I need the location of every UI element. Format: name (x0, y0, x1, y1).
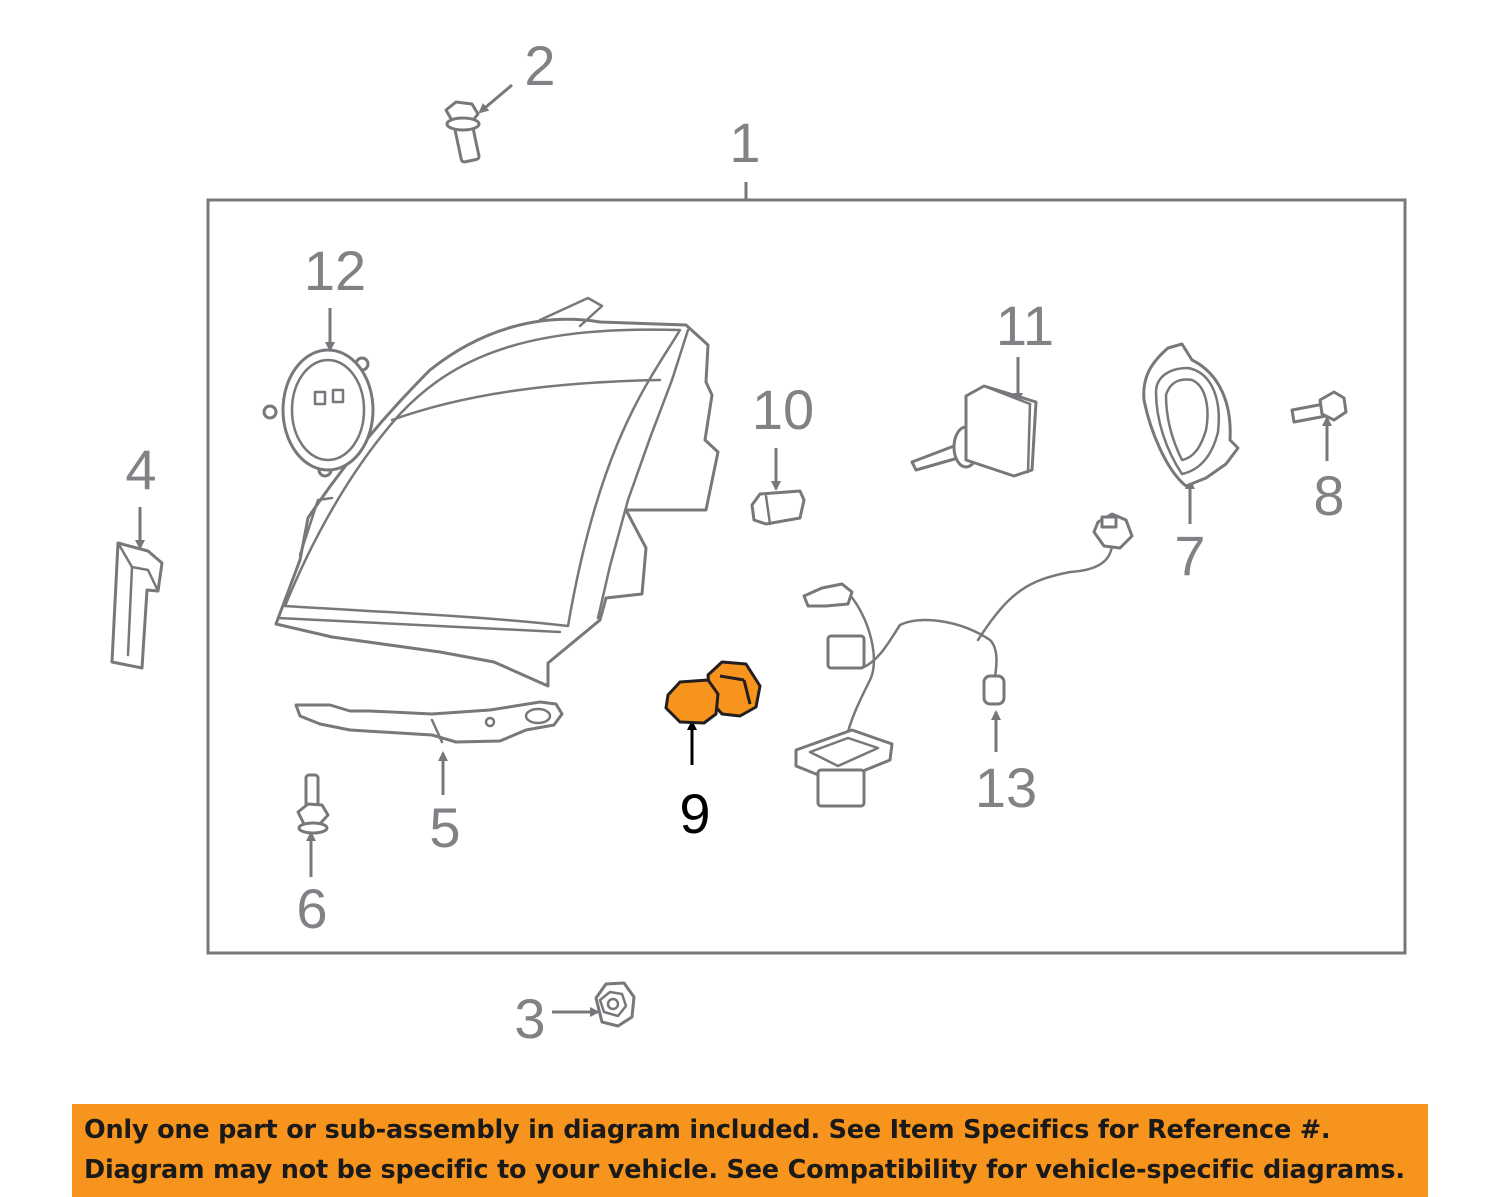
hid-bulb-11-icon (910, 384, 1038, 478)
bulb-10-icon (750, 489, 806, 526)
disclaimer-line-1: Only one part or sub-assembly in diagram… (84, 1115, 1331, 1145)
callout-2: 2 (524, 34, 555, 97)
cap-12-icon (262, 348, 375, 478)
headlamp-assembly-icon (274, 296, 720, 688)
bolt-2-icon (444, 100, 481, 164)
leader-2 (478, 83, 513, 114)
lower-bracket-5-icon (294, 700, 564, 744)
callout-10: 10 (752, 378, 814, 441)
callout-12: 12 (304, 239, 366, 302)
screw-8-icon (1290, 390, 1348, 424)
assembly-frame (206, 198, 1407, 955)
harness-13-icon (794, 512, 1134, 808)
callout-8: 8 (1313, 464, 1344, 527)
callout-9: 9 (679, 782, 710, 845)
callout-5: 5 (429, 796, 460, 859)
callout-11: 11 (996, 294, 1054, 357)
callout-3: 3 (514, 987, 545, 1050)
callout-7: 7 (1174, 524, 1205, 587)
stud-6-icon (296, 773, 330, 835)
callout-4: 4 (125, 438, 156, 501)
callout-1: 1 (729, 111, 760, 174)
side-bracket-4-icon (110, 541, 164, 670)
nut-3-icon (594, 981, 636, 1028)
bulb-9-icon (664, 660, 762, 725)
reflector-7-icon (1142, 342, 1240, 488)
callout-6: 6 (296, 877, 327, 940)
callout-13: 13 (975, 756, 1037, 819)
disclaimer-line-2: Diagram may not be specific to your vehi… (84, 1155, 1405, 1185)
disclaimer-banner: Only one part or sub-assembly in diagram… (72, 1104, 1428, 1197)
